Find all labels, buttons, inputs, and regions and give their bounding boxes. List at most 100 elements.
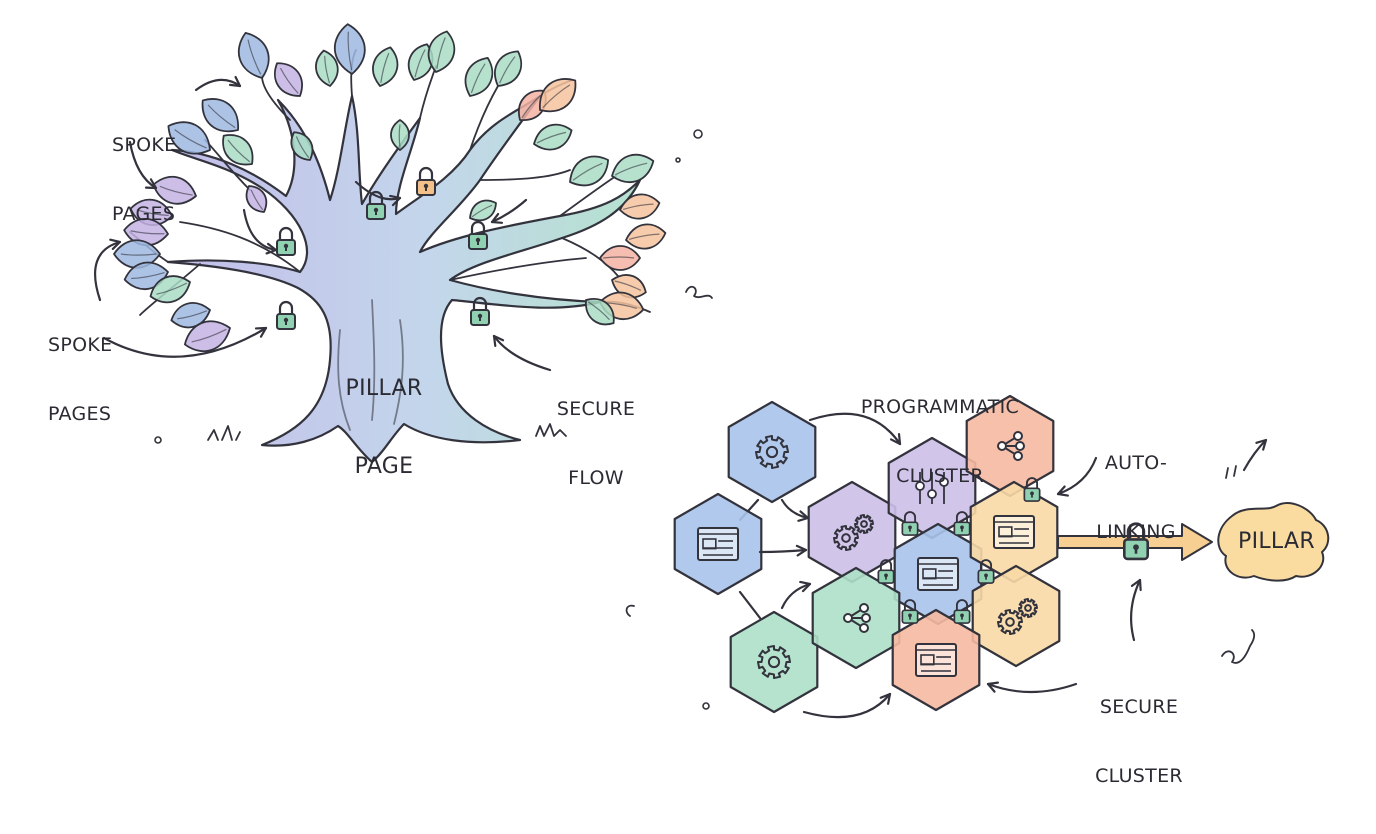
leaf [183, 320, 231, 353]
leaf [469, 199, 497, 222]
leaf [201, 98, 239, 133]
illustration [0, 0, 1330, 719]
decor-arrow [1242, 438, 1268, 472]
cluster-arrow [780, 498, 810, 522]
auto-linking-label: AUTO- LINKING [1096, 452, 1176, 543]
lock-icon [1123, 522, 1149, 561]
lock-icon [470, 296, 490, 326]
spoke-arrow [128, 140, 158, 190]
leaf [533, 123, 573, 151]
bark-line [371, 299, 376, 421]
gear-icon [1018, 598, 1038, 618]
squiggle [685, 285, 713, 299]
pillar-blob [1217, 502, 1330, 582]
sparkle-dot [675, 157, 681, 163]
diagram-canvas: SPOKE PAGES SPOKE PAGES PILLAR PAGE SECU… [0, 0, 1330, 787]
squiggle [1221, 629, 1256, 664]
hex-tile [673, 492, 763, 596]
leaf [237, 31, 270, 79]
spoke-arrow [242, 208, 278, 255]
lock-icon [276, 300, 296, 330]
tree-twig [179, 221, 301, 273]
gear-icon [854, 514, 874, 534]
tree-twig [559, 175, 617, 217]
leaf [123, 217, 169, 247]
tree-twig [479, 169, 571, 181]
leaf [372, 46, 399, 87]
spoke-arrow [194, 75, 242, 92]
gear-icon [755, 435, 789, 469]
pillar-page-label: PILLAR PAGE [345, 376, 423, 479]
leaf [619, 193, 661, 220]
leaf [611, 153, 655, 183]
gear-icon [757, 645, 791, 679]
secure-flow-arrow [492, 334, 552, 372]
lock-icon [416, 166, 436, 196]
grass-tuft [207, 425, 241, 441]
hex-tile [891, 608, 981, 712]
leaf [315, 49, 339, 87]
document-icon [915, 643, 957, 677]
leaf [464, 57, 494, 97]
hex-tile [811, 566, 901, 670]
leaf [390, 119, 410, 151]
secure-cluster-arrow [986, 681, 1078, 694]
programmatic-cluster-label: PROGRAMMATIC CLUSTER [860, 396, 1020, 487]
leaf [539, 78, 577, 113]
spoke-arrow [94, 238, 122, 302]
tree-trunk [166, 94, 642, 464]
cluster-arrow [780, 580, 812, 610]
sparkle-dot [154, 436, 162, 444]
cluster-arrow [758, 544, 808, 557]
lock-icon [901, 599, 919, 624]
squiggle [625, 604, 635, 617]
document-icon [697, 527, 739, 561]
tree-twig [449, 257, 587, 281]
document-icon [917, 557, 959, 591]
tree-twig [469, 85, 499, 151]
bark-line [337, 329, 351, 431]
hex-tile [971, 564, 1061, 668]
cluster-arrow [808, 412, 902, 446]
hex-tile [729, 610, 819, 714]
leaf [333, 23, 366, 75]
sparkle-dot [693, 129, 703, 139]
decorations [154, 129, 1268, 710]
sparkle-dot [702, 702, 710, 710]
leaf [599, 245, 641, 271]
bark-line [393, 319, 404, 425]
grass-tuft [535, 423, 567, 437]
leaf [222, 134, 254, 166]
leaf [569, 155, 610, 187]
leaf [585, 298, 615, 326]
lock-icon [877, 559, 895, 584]
share-node-icon [843, 603, 871, 633]
gear-icon [997, 609, 1023, 635]
leaf [494, 50, 523, 87]
cluster-arrow [802, 692, 892, 719]
lock-icon [977, 559, 995, 584]
tree-illustration [94, 23, 667, 464]
tree-twig [561, 237, 619, 277]
lock-icon [1023, 477, 1041, 502]
secure-cluster-arrow [1129, 578, 1142, 642]
spoke-pages-label-top: SPOKE PAGES [112, 134, 177, 225]
leaf [290, 131, 314, 161]
spoke-arrow [102, 326, 268, 358]
document-icon [993, 515, 1035, 549]
leaf [625, 223, 667, 250]
secure-flow-arrow [490, 198, 528, 224]
leaf [274, 62, 303, 97]
spoke-arrow [354, 180, 402, 207]
hex-cluster [673, 394, 1330, 719]
secure-cluster-label: SECURE CLUSTER [1095, 696, 1183, 787]
leaf [245, 185, 268, 213]
leaf [149, 275, 191, 304]
pillar-label: PILLAR [1238, 529, 1315, 554]
lock-icon [276, 226, 296, 256]
leaf [167, 121, 211, 155]
leaf [427, 30, 456, 73]
hex-tile [727, 400, 817, 504]
secure-flow-label: SECURE FLOW [556, 398, 636, 489]
gear-icon [833, 525, 859, 551]
